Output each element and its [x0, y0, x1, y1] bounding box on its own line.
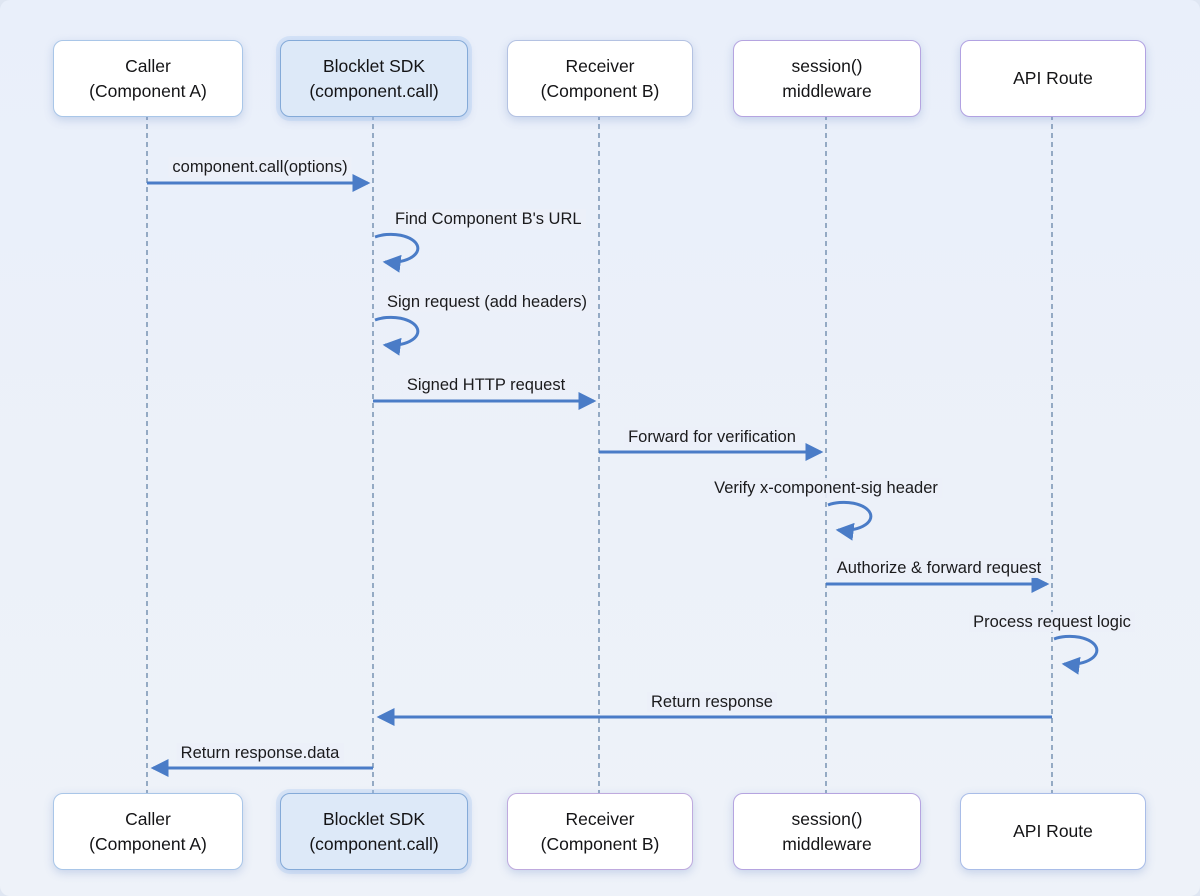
self-loop-sign-request — [374, 315, 420, 356]
self-loop-find-url — [374, 232, 420, 273]
message-label-return-response-data: Return response.data — [176, 743, 344, 763]
message-label-process-request: Process request logic — [969, 612, 1135, 632]
actor-caller-top: Caller (Component A) — [53, 40, 243, 117]
message-label-signed-http-request: Signed HTTP request — [402, 375, 570, 395]
message-label-component-call: component.call(options) — [168, 157, 352, 177]
message-label-sign-request: Sign request (add headers) — [383, 292, 591, 312]
actor-api-top: API Route — [960, 40, 1146, 117]
actor-caller-bottom: Caller (Component A) — [53, 793, 243, 870]
actor-api-bottom: API Route — [960, 793, 1146, 870]
self-loop-verify-sig — [827, 500, 873, 541]
actor-sdk-top: Blocklet SDK (component.call) — [280, 40, 468, 117]
message-label-forward-verification: Forward for verification — [624, 427, 800, 447]
message-label-return-response: Return response — [647, 692, 777, 712]
actor-session-bottom: session() middleware — [733, 793, 921, 870]
self-loop-process-request — [1053, 634, 1099, 675]
actor-sdk-bottom: Blocklet SDK (component.call) — [280, 793, 468, 870]
actor-receiver-bottom: Receiver (Component B) — [507, 793, 693, 870]
message-label-find-url: Find Component B's URL — [391, 209, 586, 229]
message-label-authorize-forward: Authorize & forward request — [832, 558, 1046, 578]
actor-receiver-top: Receiver (Component B) — [507, 40, 693, 117]
actor-session-top: session() middleware — [733, 40, 921, 117]
message-label-verify-sig: Verify x-component-sig header — [710, 478, 942, 498]
